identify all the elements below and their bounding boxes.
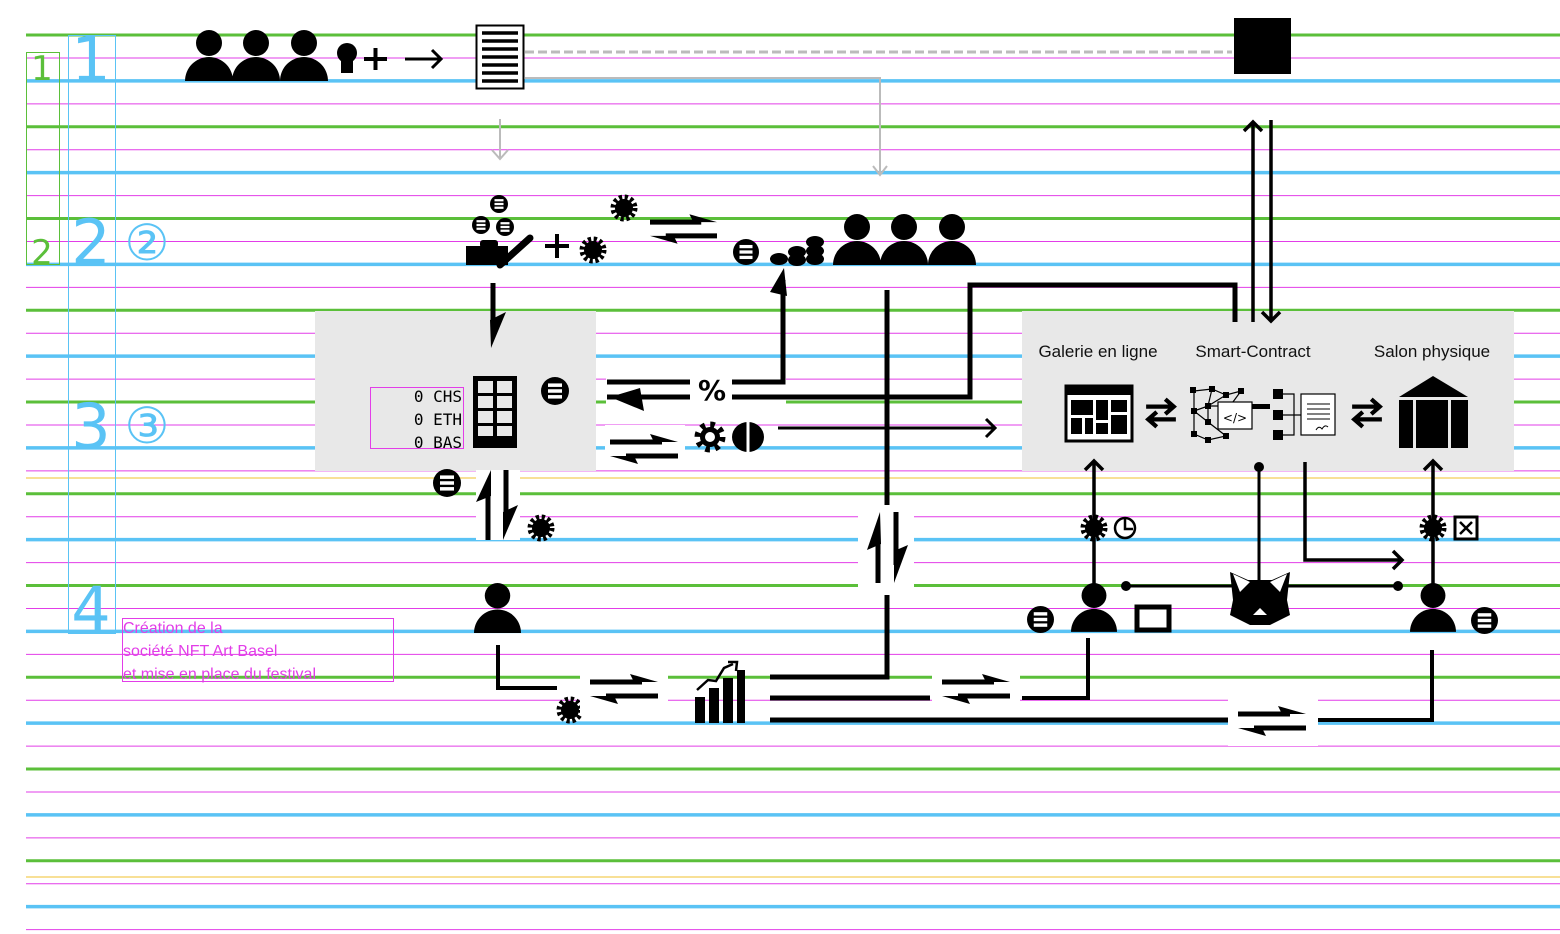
large-step-frame	[68, 35, 116, 634]
code-icon: </>	[1223, 411, 1247, 425]
blockchain-block-icon	[1234, 18, 1291, 74]
cog-icon	[582, 239, 604, 261]
online-gallery-icon	[1064, 384, 1134, 443]
lightbulb-icon	[337, 43, 357, 73]
ticket-cancel-icon	[1453, 515, 1479, 541]
founder-person-icon	[232, 30, 280, 81]
baseline-grid	[26, 33, 1560, 931]
arrow-up-to-block	[1242, 119, 1264, 322]
balance-chs: 0 CHS	[414, 387, 462, 406]
metamask-fox-icon	[1230, 572, 1290, 625]
collector-person-icon	[833, 214, 881, 265]
step-3-circled: ③	[125, 397, 170, 455]
grey-arrow-down	[491, 119, 509, 161]
buyer-online-person-icon	[1071, 583, 1117, 632]
caption-line-1: Création de la	[123, 620, 223, 637]
cog-icon	[559, 699, 581, 721]
connector-dot	[1254, 462, 1264, 472]
step-2: 2	[71, 206, 110, 279]
fee-exchange-lines	[606, 268, 1238, 411]
fee-percent-icon: %	[698, 374, 726, 407]
growth-chart-icon	[695, 660, 745, 723]
label-galerie: Galerie en ligne	[1038, 342, 1157, 361]
screen-icon	[1134, 604, 1172, 633]
step-1: 1	[71, 23, 110, 96]
arrow-down-from-block	[1260, 120, 1282, 324]
small-step-frame	[26, 52, 60, 265]
coin-icon	[1471, 607, 1498, 634]
coin-icon	[1027, 606, 1054, 633]
small-step-1: 1	[31, 49, 53, 89]
step-3: 3	[71, 390, 110, 463]
collector-person-icon	[928, 214, 976, 265]
hand-giving-icon	[466, 234, 534, 269]
arrow-down-to-wallet	[490, 283, 506, 348]
step-4: 4	[71, 573, 110, 646]
artist-connector	[496, 645, 557, 690]
caption-frame	[122, 618, 394, 682]
museum-icon	[1399, 376, 1468, 448]
visitor-person-icon	[1410, 583, 1456, 632]
document-icon	[475, 24, 525, 90]
coin-icon	[490, 195, 508, 213]
cog-icon	[613, 197, 635, 219]
grey-connector	[525, 77, 888, 177]
deposit-withdraw-arrows	[476, 470, 520, 540]
caption-line-2: société NFT Art Basel	[123, 643, 277, 660]
plus-icon	[364, 48, 387, 70]
coin-stack-icon	[770, 236, 824, 266]
brain-icon	[732, 421, 764, 453]
network-code-icon	[1190, 386, 1270, 443]
clock-icon	[1113, 516, 1137, 540]
central-connector	[770, 290, 1228, 723]
coin-icon	[496, 218, 514, 236]
plus-icon	[545, 234, 569, 258]
exchange-arrows-icon	[605, 425, 685, 470]
coin-icon	[733, 239, 759, 265]
label-salon: Salon physique	[1374, 342, 1490, 361]
cog-icon	[1422, 517, 1444, 539]
arrow-to-salon	[1303, 462, 1405, 571]
coin-icon	[433, 469, 461, 497]
wallet-building-icon	[473, 376, 517, 448]
gallery-sale-connector	[1022, 638, 1090, 700]
caption-line-3: et mise en place du festival	[123, 666, 316, 683]
balances-frame	[370, 387, 464, 449]
founder-person-icon	[185, 30, 233, 81]
collector-person-icon	[880, 214, 928, 265]
coin-icon	[541, 377, 569, 405]
exchange-arrows-icon	[932, 666, 1020, 710]
connector-dot	[1121, 581, 1131, 591]
cog-icon	[530, 517, 552, 539]
connector-dot	[1393, 581, 1403, 591]
cog-icon	[1083, 517, 1105, 539]
wallet-connector	[1126, 467, 1398, 588]
vertical-exchange-arrows	[858, 505, 914, 590]
contract-blocks-icon	[1273, 389, 1336, 440]
balance-eth: 0 ETH	[414, 410, 462, 429]
salon-sale-connector	[1318, 650, 1434, 722]
arrow-right-icon	[405, 48, 444, 70]
coin-icon	[472, 216, 490, 234]
founder-person-icon	[280, 30, 328, 81]
balance-bas: 0 BAS	[414, 433, 462, 452]
label-smart-contract: Smart-Contract	[1195, 342, 1311, 361]
exchange-arrows-icon	[580, 665, 668, 715]
gear-icon	[698, 425, 723, 450]
exchange-arrows-icon	[1228, 698, 1318, 746]
small-step-2: 2	[31, 233, 53, 273]
step-2-circled: ②	[125, 214, 170, 272]
